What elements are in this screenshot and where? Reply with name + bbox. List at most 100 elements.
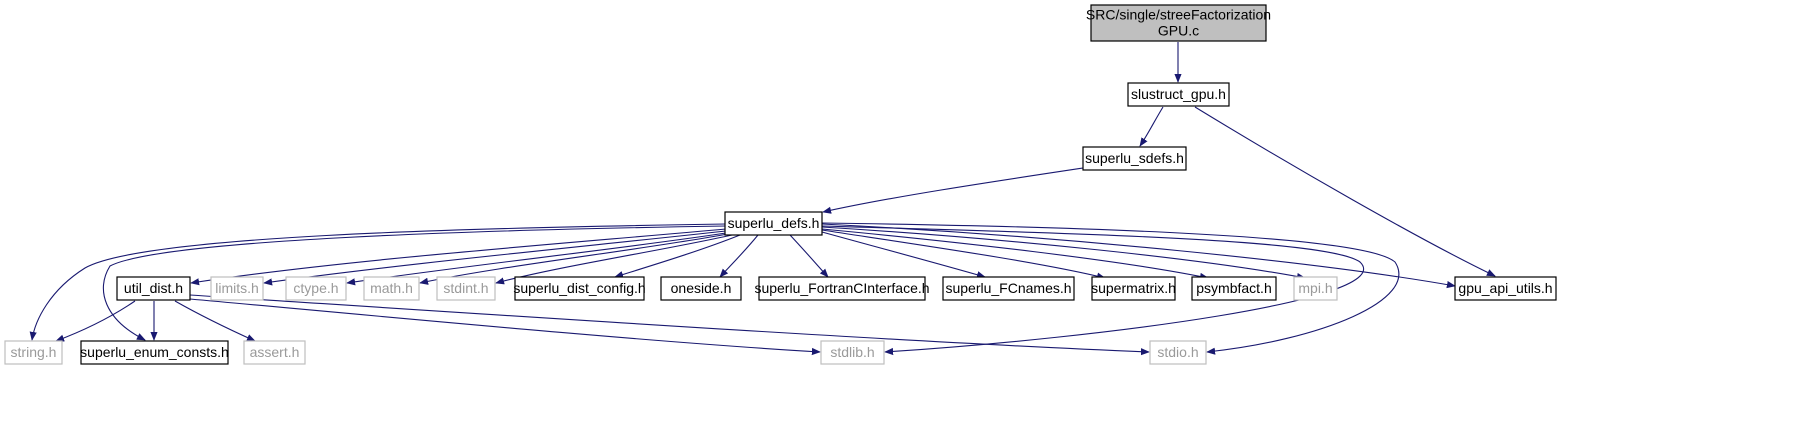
node-box [1293, 276, 1338, 301]
node-config[interactable]: superlu_dist_config.h [513, 276, 646, 301]
edge-arrow [821, 226, 1306, 281]
edge-arrow [346, 232, 727, 286]
node-box [820, 340, 885, 365]
node-box [758, 276, 926, 301]
node-label: stdint.h [443, 280, 488, 296]
node-label: superlu_sdefs.h [1085, 150, 1184, 166]
node-gpuapi[interactable]: gpu_api_utils.h [1454, 276, 1557, 301]
node-box [285, 276, 347, 301]
node-sdefs[interactable]: superlu_sdefs.h [1082, 146, 1187, 171]
node-label: stdio.h [1157, 344, 1198, 360]
node-label: stdlib.h [830, 344, 874, 360]
edge-arrow [821, 229, 1106, 280]
node-box [942, 276, 1075, 301]
edge-util-to-assert [174, 300, 256, 342]
edge-arrow [821, 223, 1456, 289]
node-label: limits.h [215, 280, 259, 296]
edge-defs-to-string [29, 223, 727, 341]
edge-arrow [822, 167, 1084, 214]
edge-defs-to-stdlib [821, 225, 1364, 356]
node-supermatrix[interactable]: supermatrix.h [1091, 276, 1176, 301]
node-label: oneside.h [671, 280, 732, 296]
node-ctype[interactable]: ctype.h [285, 276, 347, 301]
node-label: superlu_FortranCInterface.h [754, 280, 929, 296]
node-fcnames[interactable]: superlu_FCnames.h [942, 276, 1075, 301]
node-slustruct[interactable]: slustruct_gpu.h [1127, 82, 1230, 107]
node-box [1454, 276, 1557, 301]
edge-defs-to-oneside [719, 234, 759, 278]
node-util[interactable]: util_dist.h [116, 276, 191, 301]
edge-arrow [174, 300, 256, 342]
node-label: mpi.h [1298, 280, 1332, 296]
edge-defs-to-limits [263, 230, 727, 286]
node-box [210, 276, 264, 301]
node-box [1127, 82, 1230, 107]
edge-arrow [263, 230, 727, 286]
node-box [1082, 146, 1187, 171]
edge-arrow [719, 234, 759, 278]
edge-slustruct-to-gpuapi [1194, 106, 1496, 277]
node-assert[interactable]: assert.h [243, 340, 306, 365]
node-label: string.h [11, 344, 57, 360]
node-label: GPU.c [1158, 23, 1199, 39]
node-stdlib[interactable]: stdlib.h [820, 340, 885, 365]
node-label: superlu_FCnames.h [945, 280, 1071, 296]
node-fortran[interactable]: superlu_FortranCInterface.h [754, 276, 930, 301]
node-label: util_dist.h [124, 280, 183, 296]
node-label: ctype.h [293, 280, 338, 296]
edge-arrow [29, 223, 727, 341]
node-label: superlu_dist_config.h [513, 280, 645, 296]
edge-defs-to-gpuapi [821, 223, 1456, 289]
edge-defs-to-config [614, 234, 741, 279]
node-label: superlu_defs.h [728, 215, 820, 231]
node-box [1091, 276, 1176, 301]
node-stdint[interactable]: stdint.h [436, 276, 496, 301]
node-mpi[interactable]: mpi.h [1293, 276, 1338, 301]
node-oneside[interactable]: oneside.h [660, 276, 742, 301]
edge-arrow [821, 231, 986, 279]
node-box [363, 276, 420, 301]
edge-arrow [55, 300, 136, 342]
edge-arrow [614, 234, 741, 279]
edge-defs-to-psymbfact [821, 228, 1209, 280]
node-label: slustruct_gpu.h [1131, 86, 1226, 102]
edge-arrow [821, 228, 1209, 280]
node-box [1191, 276, 1277, 301]
node-label: SRC/single/streeFactorization [1086, 7, 1271, 23]
node-defs[interactable]: superlu_defs.h [724, 211, 823, 236]
node-box [4, 340, 63, 365]
node-stdio[interactable]: stdio.h [1149, 340, 1207, 365]
edge-arrow [821, 222, 1400, 355]
edge-arrow [190, 228, 727, 286]
edge-arrow [189, 298, 821, 356]
node-limits[interactable]: limits.h [210, 276, 264, 301]
edge-defs-to-mpi [821, 226, 1306, 281]
edge-arrow [189, 294, 1150, 356]
node-label: math.h [370, 280, 413, 296]
node-label: gpu_api_utils.h [1458, 280, 1552, 296]
node-math[interactable]: math.h [363, 276, 420, 301]
node-enum[interactable]: superlu_enum_consts.h [80, 340, 229, 365]
edge-sdefs-to-defs [822, 167, 1084, 214]
node-label: psymbfact.h [1196, 280, 1271, 296]
edge-util-to-string [55, 300, 136, 342]
node-box [1090, 4, 1267, 42]
edge-layer [29, 42, 1496, 356]
edge-slustruct-to-sdefs [1139, 106, 1164, 147]
edge-defs-to-supermatrix [821, 229, 1106, 280]
edge-defs-to-fortran [789, 234, 829, 278]
node-string[interactable]: string.h [4, 340, 63, 365]
edge-arrow [102, 225, 727, 341]
node-box [724, 211, 823, 236]
edge-util-to-stdio [189, 294, 1150, 356]
node-psymbfact[interactable]: psymbfact.h [1191, 276, 1277, 301]
node-box [514, 276, 645, 301]
node-box [80, 340, 229, 365]
edge-arrow [1194, 106, 1496, 277]
node-box [116, 276, 191, 301]
edge-util-to-stdlib [189, 298, 821, 356]
edge-arrow [821, 225, 1364, 356]
